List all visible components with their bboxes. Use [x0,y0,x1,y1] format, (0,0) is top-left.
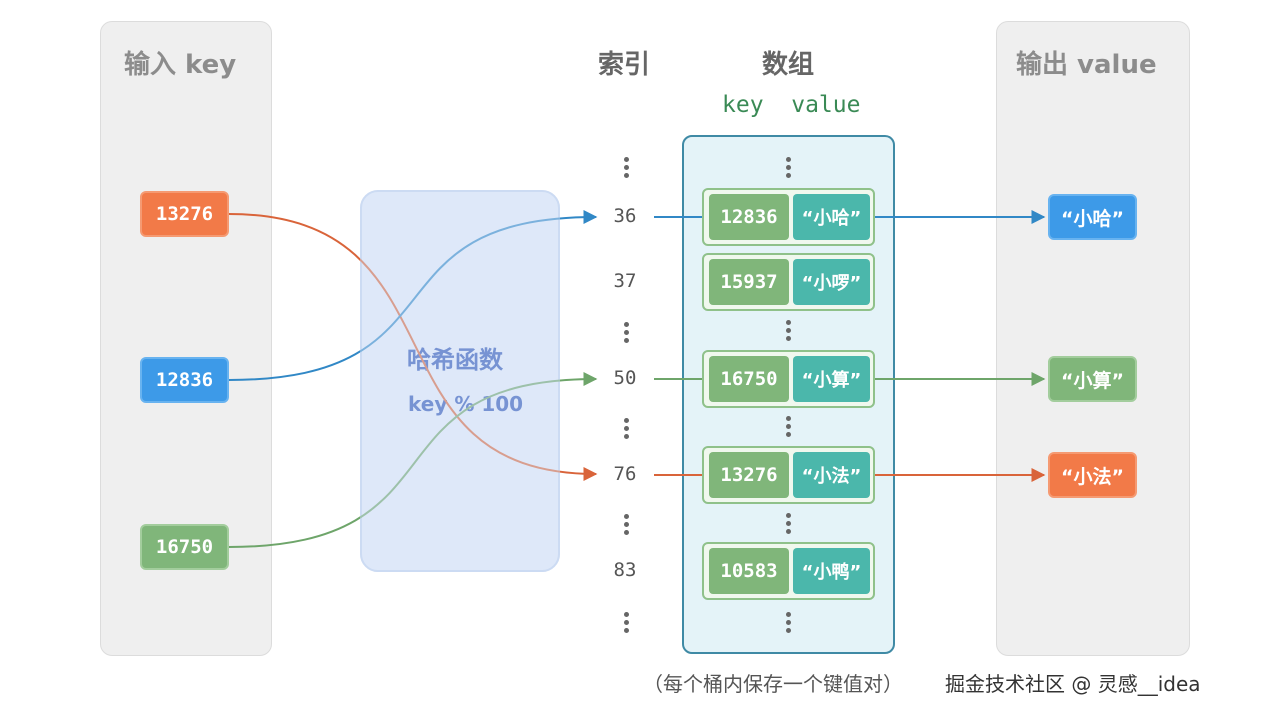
bucket-value: “小哈” [793,194,870,240]
bucket-value: “小啰” [793,259,870,305]
ellipsis-icon [786,513,792,537]
ellipsis-icon [786,612,792,636]
hash-function-formula: key % 100 [408,392,524,416]
ellipsis-icon [624,322,630,346]
ellipsis-icon [786,157,792,181]
array-heading: 数组 [762,50,815,80]
watermark: 掘金技术社区 @ 灵感__idea [945,672,1201,696]
hash-function-title: 哈希函数 [407,346,503,374]
bucket-36: 12836 “小哈” [702,188,875,246]
index-label-83: 83 [613,559,637,581]
bucket-37: 15937 “小啰” [702,253,875,311]
index-label-76: 76 [613,463,637,485]
bucket-value: “小鸭” [793,548,870,594]
index-label-37: 37 [613,270,637,292]
bucket-value: “小法” [793,452,870,498]
output-panel [996,21,1190,656]
ellipsis-icon [624,418,630,442]
output-value-xiaosuan: “小算” [1048,356,1137,402]
hash-function-box [360,190,560,572]
input-key-12836: 12836 [140,357,229,403]
ellipsis-icon [786,320,792,344]
index-label-36: 36 [613,205,637,227]
bucket-key: 12836 [709,194,789,240]
ellipsis-icon [624,612,630,636]
bucket-key: 10583 [709,548,789,594]
key-value-header: key value [722,92,861,118]
output-heading: 输出 value [1016,50,1157,80]
bucket-key: 16750 [709,356,789,402]
ellipsis-icon [624,514,630,538]
index-heading: 索引 [598,50,651,80]
input-key-13276: 13276 [140,191,229,237]
ellipsis-icon [786,416,792,440]
index-label-50: 50 [613,367,637,389]
output-value-xiaofa: “小法” [1048,452,1137,498]
bucket-50: 16750 “小算” [702,350,875,408]
input-heading: 输入 key [124,50,237,80]
bucket-value: “小算” [793,356,870,402]
bucket-76: 13276 “小法” [702,446,875,504]
bucket-key: 13276 [709,452,789,498]
output-value-xiaoha: “小哈” [1048,194,1137,240]
ellipsis-icon [624,157,630,181]
input-key-16750: 16750 [140,524,229,570]
bucket-key: 15937 [709,259,789,305]
caption: （每个桶内保存一个键值对） [643,672,903,696]
bucket-83: 10583 “小鸭” [702,542,875,600]
